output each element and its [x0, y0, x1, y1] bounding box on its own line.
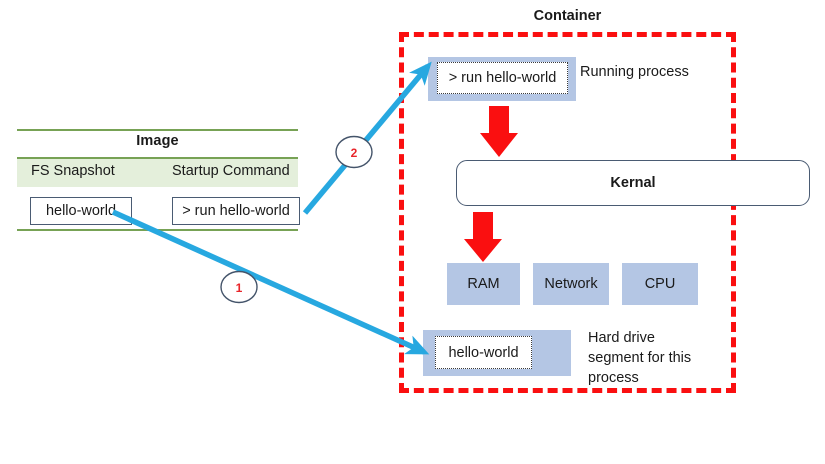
table-header-band [17, 159, 298, 187]
column-header-startup-command: Startup Command [172, 163, 290, 179]
connector-2-marker [335, 135, 373, 169]
table-rule-top [17, 129, 298, 131]
cell-fs-snapshot-value: hello-world [30, 197, 132, 225]
resource-ram: RAM [447, 263, 520, 305]
connector-2-number: 2 [351, 146, 358, 160]
running-process-command: > run hello-world [437, 62, 568, 94]
running-process-label: Running process [580, 64, 689, 80]
column-header-fs-snapshot: FS Snapshot [31, 163, 115, 179]
table-rule-bottom [17, 229, 298, 231]
table-rule-middle [17, 157, 298, 159]
image-table-title: Image [136, 133, 179, 149]
resource-network: Network [533, 263, 609, 305]
kernal-box: Kernal [456, 160, 810, 206]
hard-drive-label-line-3: process [588, 370, 639, 386]
connector-1-number: 1 [236, 281, 243, 295]
connector-1-marker [220, 270, 258, 304]
image-table: Image FS Snapshot Startup Command hello-… [17, 129, 300, 231]
hard-drive-label-line-2: segment for this [588, 350, 692, 366]
container-title: Container [533, 8, 602, 24]
hard-drive-segment-label: Hard drive segment for this process [588, 328, 718, 388]
cell-startup-command-value: > run hello-world [172, 197, 300, 225]
resource-cpu: CPU [622, 263, 698, 305]
connector-1: 1 [111, 209, 430, 355]
hard-drive-label-line-1: Hard drive [588, 330, 655, 346]
hard-drive-snapshot-value: hello-world [435, 336, 532, 369]
